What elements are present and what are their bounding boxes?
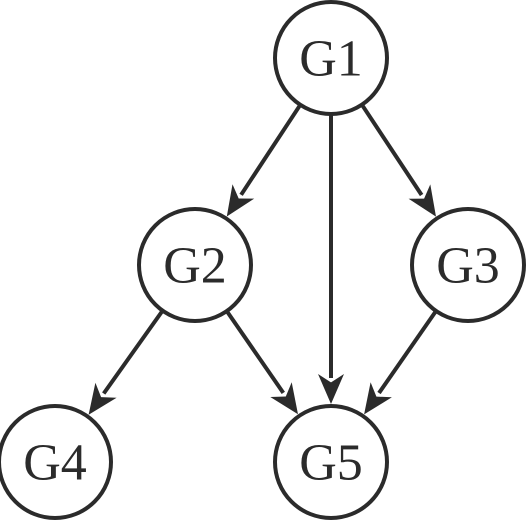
edge-g2-to-g4 [88, 309, 165, 415]
arrowhead [408, 184, 436, 217]
arrowhead [226, 184, 255, 217]
node-label: G3 [436, 238, 500, 295]
edge-g1-to-g5 [318, 114, 344, 404]
node-g1: G1 [273, 0, 389, 116]
edge-line [377, 309, 438, 395]
edge-line [102, 309, 165, 395]
arrowhead [270, 382, 298, 415]
edge-g1-to-g3 [360, 103, 436, 217]
node-label: G1 [299, 31, 363, 88]
node-label: G4 [23, 435, 87, 492]
node-g5: G5 [273, 404, 389, 520]
node-circle [273, 404, 389, 520]
node-g4: G4 [0, 404, 113, 520]
edge-g3-to-g5 [364, 309, 438, 415]
node-circle [410, 207, 526, 323]
arrowhead [318, 374, 344, 404]
edges-layer [88, 103, 438, 415]
edge-line [225, 309, 285, 395]
arrowhead [88, 382, 117, 415]
edge-line [239, 103, 302, 196]
edge-g2-to-g5 [225, 309, 298, 415]
node-circle [273, 0, 389, 116]
node-circle [137, 207, 253, 323]
node-g2: G2 [137, 207, 253, 323]
node-label: G2 [163, 238, 227, 295]
node-circle [0, 404, 113, 520]
edge-line [360, 103, 424, 197]
node-g3: G3 [410, 207, 526, 323]
arrowhead [364, 382, 392, 415]
edge-g1-to-g2 [226, 103, 302, 217]
node-label: G5 [299, 435, 363, 492]
